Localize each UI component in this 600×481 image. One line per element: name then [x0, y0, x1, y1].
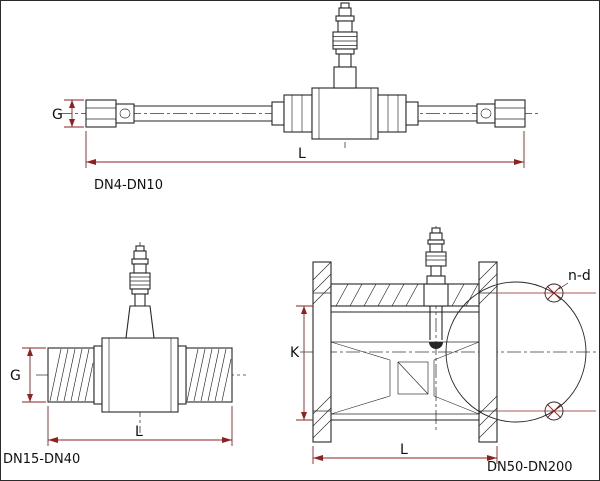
dim-label-k: K	[290, 345, 300, 361]
bolt-pattern-label: n-d	[568, 268, 591, 284]
dim-label-l-top: L	[298, 146, 306, 162]
g-dimension: G	[52, 99, 84, 128]
sensor-assembly	[425, 227, 447, 285]
k-dimension: K	[290, 305, 313, 421]
view-dn15-dn40: G L DN15-DN40	[3, 242, 246, 467]
dim-label-l-right: L	[400, 442, 408, 458]
dim-label-g-top: G	[52, 107, 63, 123]
view-caption-dn4-dn10: DN4-DN10	[94, 178, 163, 193]
centerlines	[300, 226, 597, 430]
dim-label-l-mid: L	[135, 424, 143, 440]
flanged-body	[312, 261, 498, 443]
view-caption-dn50-dn200: DN50-DN200	[487, 460, 573, 475]
pipe-body	[85, 87, 526, 140]
pipe-body	[47, 337, 233, 413]
view-caption-dn15-dn40: DN15-DN40	[3, 452, 80, 467]
l-dimension: L	[85, 131, 525, 168]
sensor-assembly	[332, 2, 358, 89]
bolt-circle: n-d	[445, 268, 596, 423]
l-dimension: L	[47, 406, 233, 446]
dim-label-g-mid: G	[10, 368, 21, 384]
g-dimension: G	[10, 347, 46, 403]
l-dimension: L	[312, 442, 498, 464]
view-dn50-dn200: n-d K L DN50-DN200	[290, 226, 597, 475]
view-dn4-dn10: G L DN4-DN10	[52, 2, 540, 193]
sensor-assembly	[125, 245, 155, 339]
